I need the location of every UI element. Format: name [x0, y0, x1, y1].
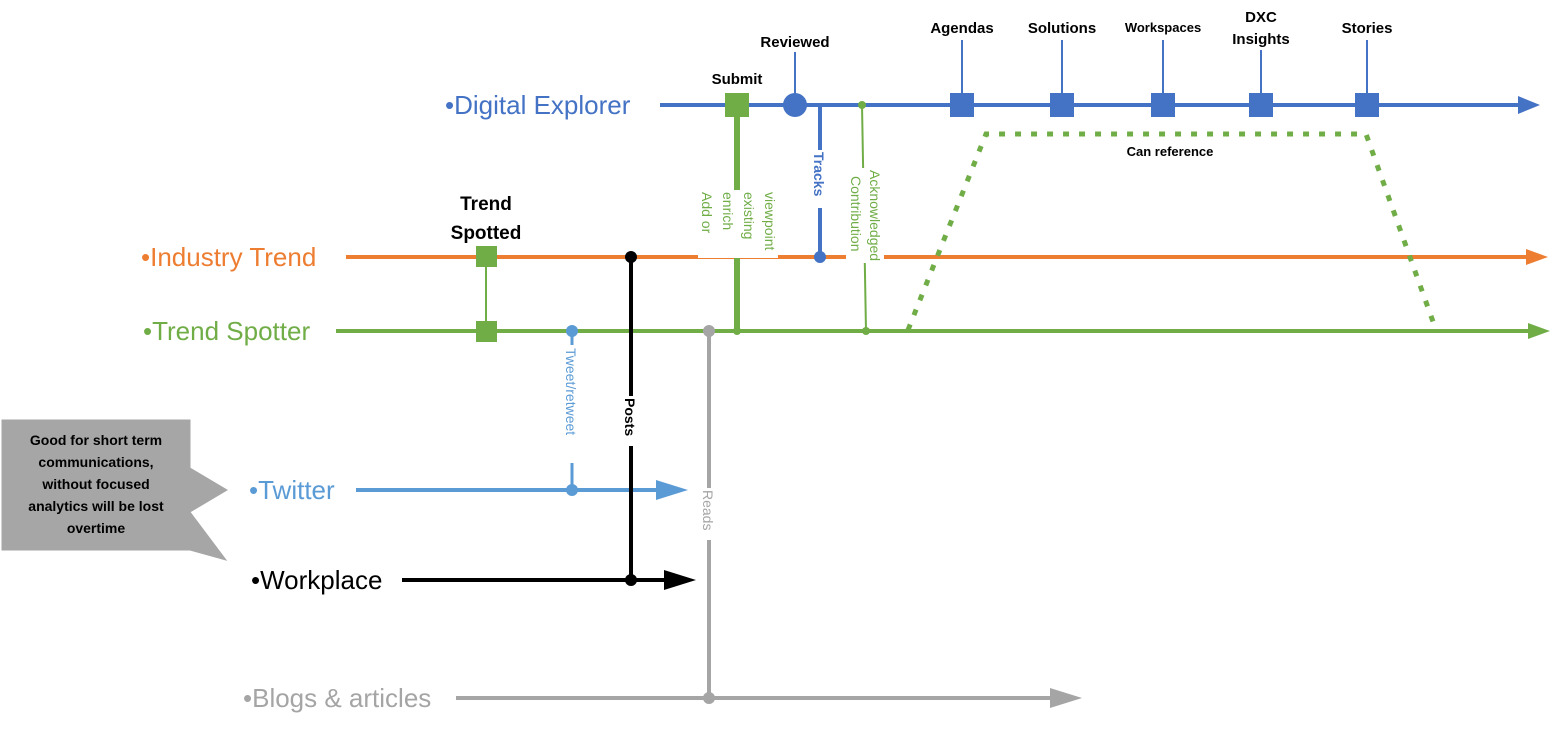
callout-box: Good for short term communications, with…: [1, 419, 228, 561]
dxc-insights-node: [1249, 50, 1273, 117]
tracks-label: Tracks: [811, 152, 827, 197]
can-reference-label: Can reference: [1127, 144, 1214, 159]
reviewed-node: [783, 52, 807, 117]
add-enrich-label-3: existing: [741, 192, 757, 239]
lane-industry-trend: [346, 249, 1548, 265]
lane-trend-spotter: [336, 323, 1550, 339]
trend-spotted-label-2: Spotted: [451, 223, 522, 244]
stories-node: [1355, 40, 1379, 117]
lane-label-industry-trend: •Industry Trend: [141, 242, 316, 272]
submit-label: Submit: [712, 71, 763, 88]
posts-label: Posts: [622, 398, 638, 436]
lane-blogs: [456, 688, 1082, 708]
contribution-label-2: Acknowledged: [867, 170, 883, 261]
lane-label-twitter: •Twitter: [249, 475, 335, 505]
lane-label-digital-explorer: •Digital Explorer: [445, 90, 631, 120]
trend-spotted-label-1: Trend: [460, 194, 512, 215]
contribution-label-1: Contribution: [848, 176, 864, 252]
solutions-node: [1050, 40, 1074, 117]
callout-line-3: without focused: [41, 476, 149, 492]
add-enrich-label-1: Add or: [699, 192, 715, 234]
tweet-retweet-label: Tweet/retweet: [563, 348, 579, 435]
reads-label: Reads: [700, 490, 716, 530]
stories-label: Stories: [1342, 20, 1393, 37]
dxc-insights-label-1: DXC: [1245, 9, 1277, 26]
lane-twitter: [356, 480, 688, 500]
lane-label-blogs: •Blogs & articles: [243, 683, 431, 713]
workspaces-node: [1151, 40, 1175, 117]
add-enrich-label-2: enrich: [720, 192, 736, 230]
agendas-node: [950, 40, 974, 117]
trend-spotted-connector: [476, 246, 497, 342]
lane-label-workplace: •Workplace: [251, 565, 382, 595]
solutions-label: Solutions: [1028, 20, 1096, 37]
dxc-insights-label-2: Insights: [1232, 31, 1290, 48]
reviewed-label: Reviewed: [760, 34, 829, 51]
lane-workplace: [402, 570, 696, 590]
callout-line-1: Good for short term: [30, 432, 162, 448]
can-reference-path: [905, 131, 1439, 331]
add-enrich-label-4: viewpoint: [762, 192, 778, 250]
callout-line-2: communications,: [38, 454, 153, 470]
callout-line-5: overtime: [67, 520, 126, 536]
lane-label-trend-spotter: •Trend Spotter: [143, 316, 310, 346]
callout-line-4: analytics will be lost: [28, 498, 164, 514]
agendas-label: Agendas: [930, 20, 993, 37]
workspaces-label: Workspaces: [1125, 20, 1201, 35]
